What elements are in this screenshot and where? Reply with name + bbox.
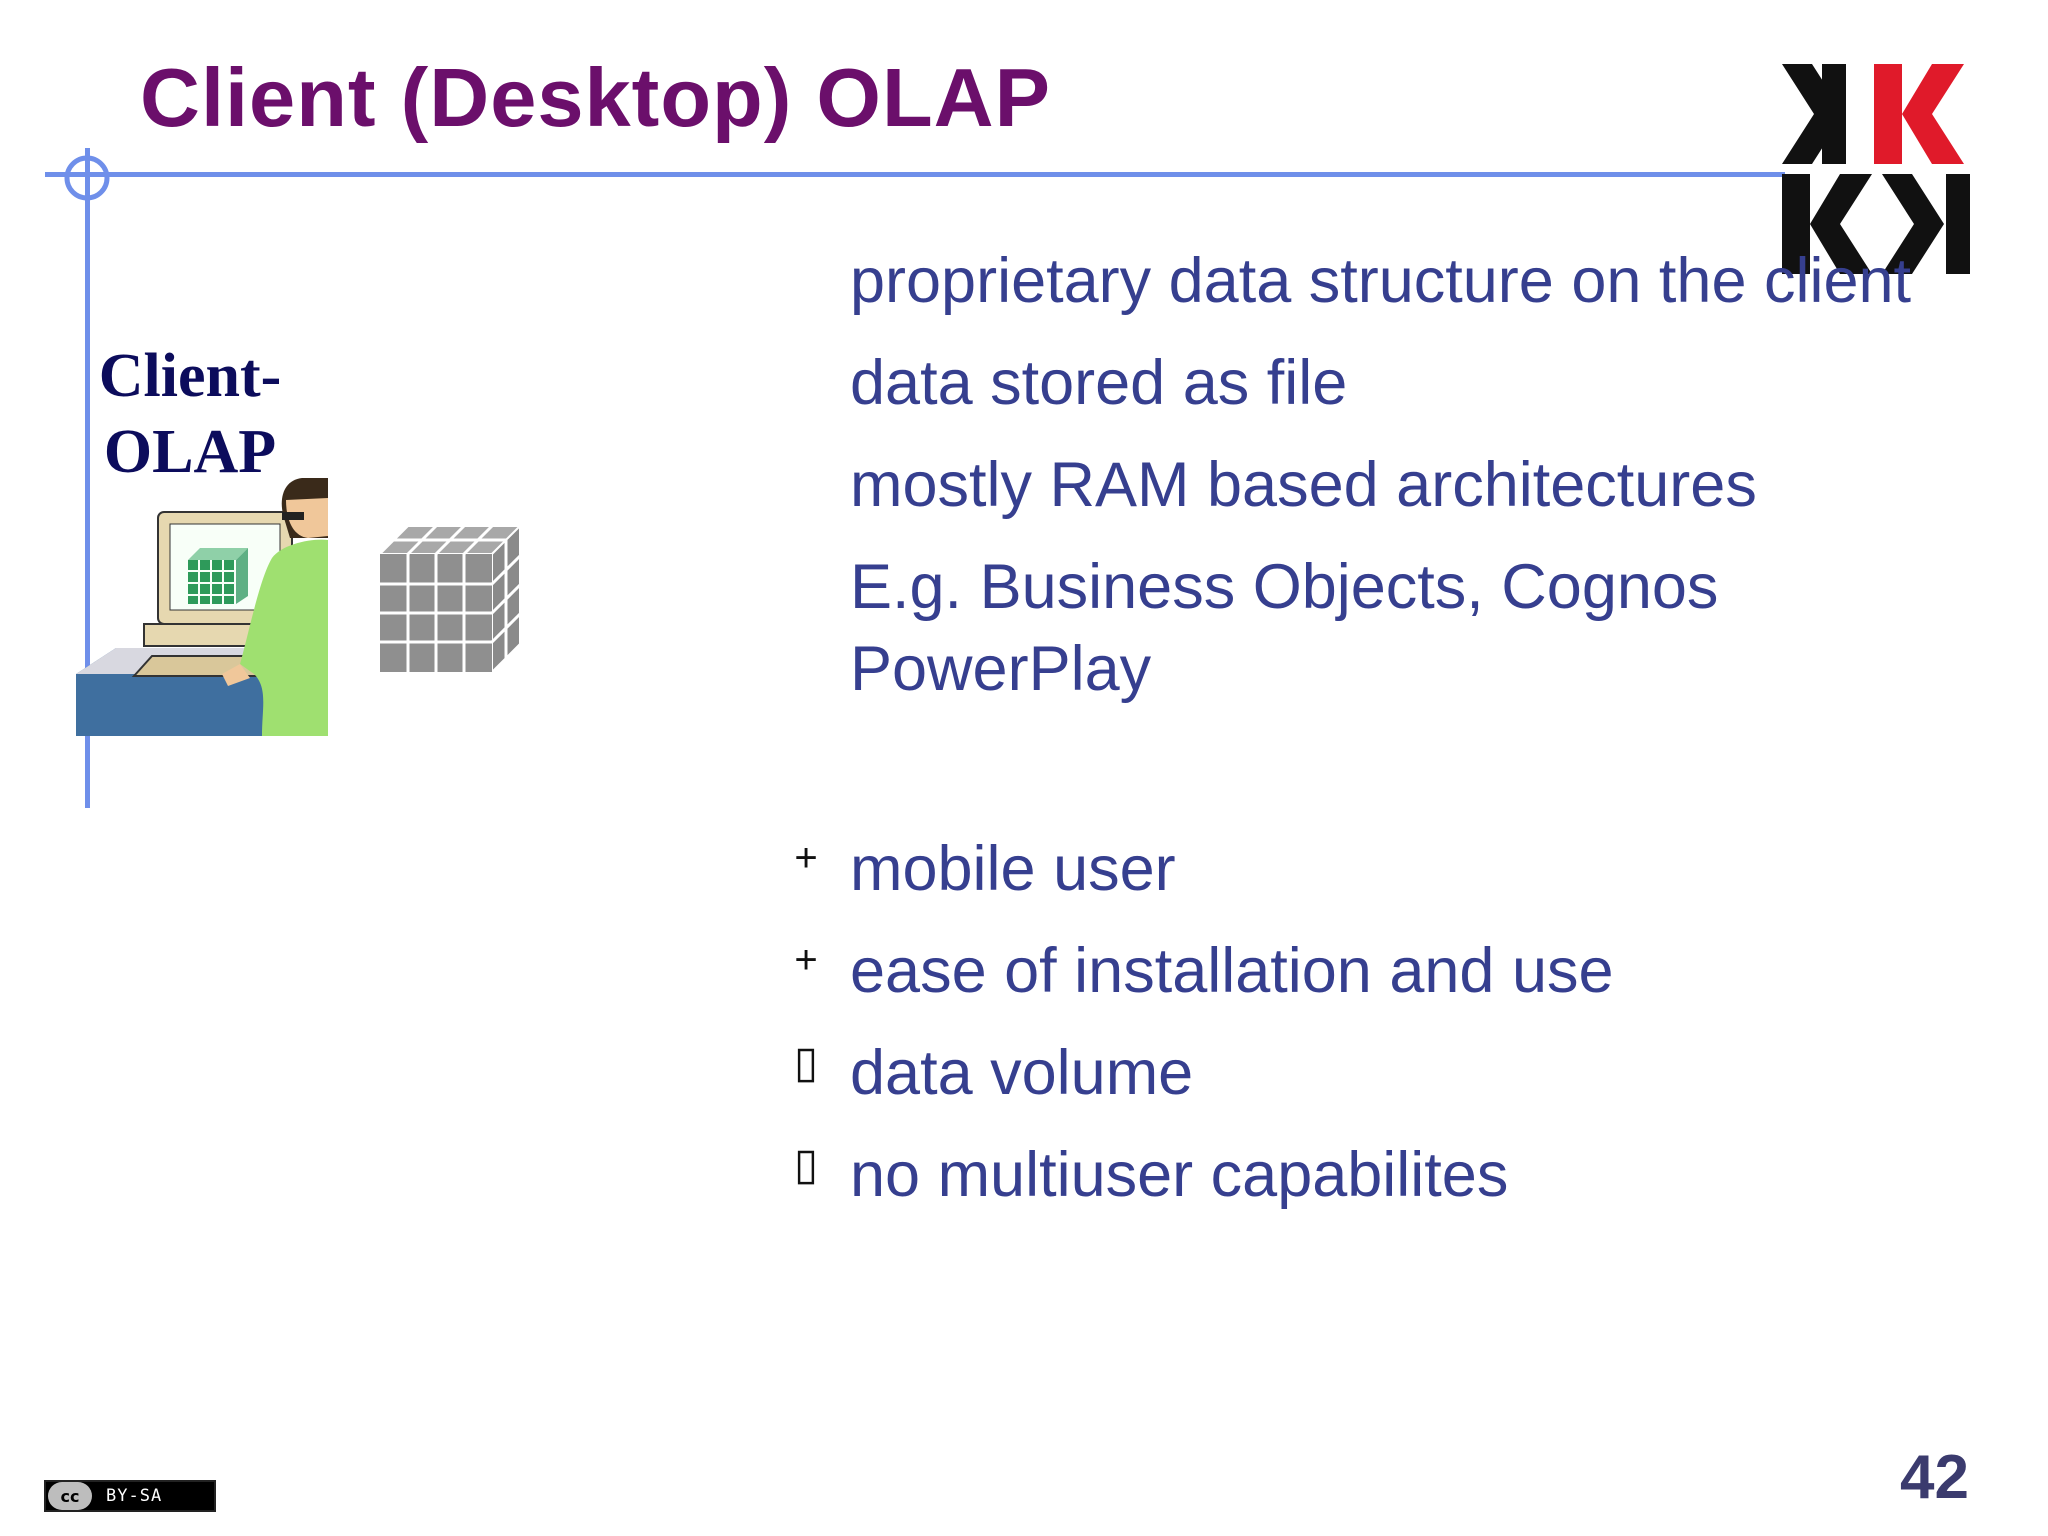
pro-item: + ease of installation and use — [794, 930, 1950, 1012]
bullet-item: proprietary data structure on the client — [850, 240, 1950, 322]
bullet-text: proprietary data structure on the client — [850, 246, 1912, 316]
con-item: ▯ data volume — [794, 1032, 1950, 1114]
bullet-text: mostly RAM based architectures — [850, 450, 1757, 520]
slide-title: Client (Desktop) OLAP — [140, 51, 1051, 144]
person-at-computer-icon — [76, 478, 328, 736]
bullet-text: data stored as file — [850, 348, 1348, 418]
title-rule — [45, 172, 1785, 177]
crosshair-icon — [64, 155, 110, 201]
page-number: 42 — [1900, 1443, 1969, 1512]
kk-logo — [1782, 64, 1970, 274]
bullet-list: proprietary data structure on the client… — [794, 240, 1950, 1236]
bullet-text: E.g. Business Objects, Cognos PowerPlay — [850, 552, 1719, 704]
cc-icon: cc — [48, 1482, 92, 1510]
cc-license-text: BY-SA — [106, 1486, 163, 1506]
bullet-item: data stored as file — [850, 342, 1950, 424]
client-olap-label: Client- OLAP — [98, 342, 282, 486]
bullet-item: mostly RAM based architectures — [850, 444, 1950, 526]
plus-icon: + — [794, 836, 818, 880]
list-spacer — [850, 730, 1950, 828]
box-icon: ▯ — [793, 1038, 819, 1087]
box-icon: ▯ — [793, 1140, 819, 1189]
side-rule — [85, 148, 90, 808]
data-cube-icon — [377, 523, 523, 675]
con-text: no multiuser capabilites — [850, 1140, 1509, 1210]
bullet-item: E.g. Business Objects, Cognos PowerPlay — [850, 546, 1950, 710]
pro-text: mobile user — [850, 834, 1176, 904]
con-item: ▯ no multiuser capabilites — [794, 1134, 1950, 1216]
plus-icon: + — [794, 938, 818, 982]
con-text: data volume — [850, 1038, 1194, 1108]
cc-license-badge[interactable]: cc BY-SA — [44, 1480, 216, 1512]
pro-text: ease of installation and use — [850, 936, 1614, 1006]
pro-item: + mobile user — [794, 828, 1950, 910]
